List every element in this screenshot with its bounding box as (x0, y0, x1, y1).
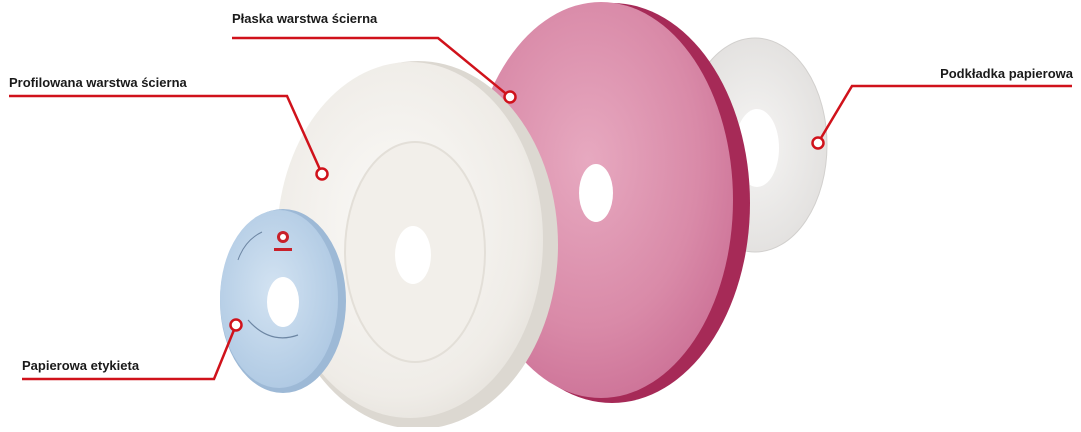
profiled-layer-label: Profilowana warstwa ścierna (9, 75, 187, 91)
paper-washer-label: Podkładka papierowa (940, 66, 1073, 82)
paper-label-disc (220, 209, 346, 393)
callout-paper-washer (813, 86, 1073, 149)
flat-layer-label: Płaska warstwa ścierna (232, 11, 377, 27)
callout-profiled-layer (9, 96, 328, 180)
paper-label-label: Papierowa etykieta (22, 358, 139, 374)
